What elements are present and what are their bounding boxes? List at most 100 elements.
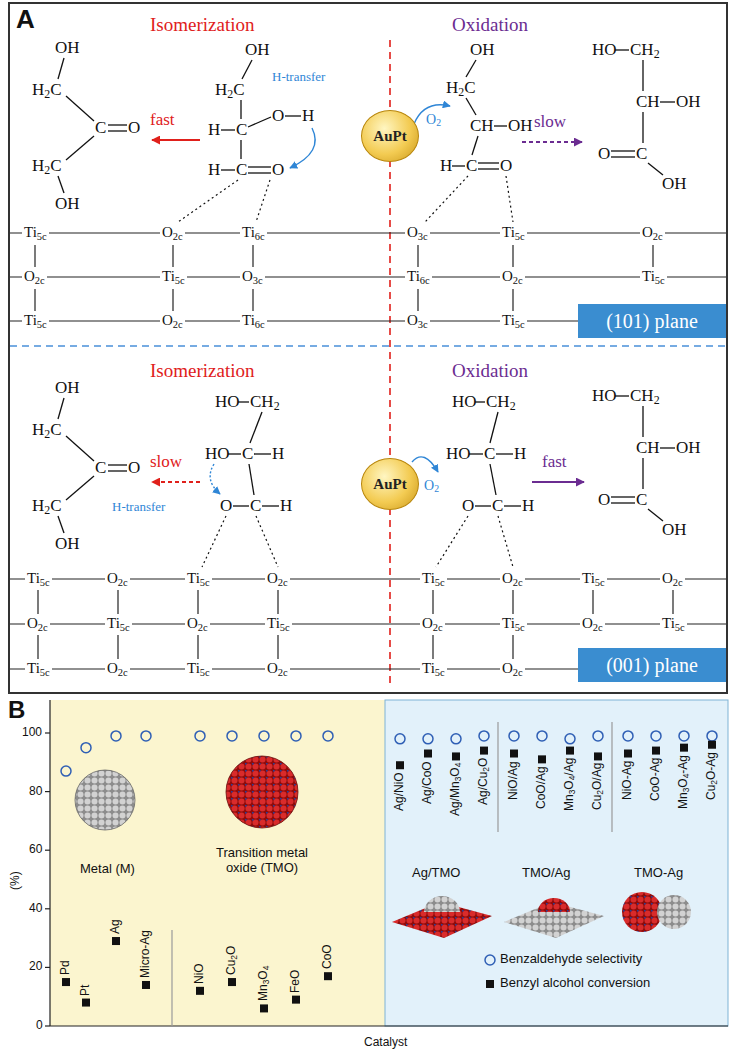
plane-label-box: (001) plane <box>578 648 726 682</box>
art-line <box>466 98 476 115</box>
atom-label: H <box>302 106 314 126</box>
art-line <box>512 289 513 311</box>
conversion-marker <box>680 744 688 752</box>
subscript: 2 <box>436 117 441 128</box>
atom-label: H2C <box>32 496 62 516</box>
art-line <box>10 320 578 321</box>
conversion-marker <box>452 752 460 760</box>
subscript: 3c <box>418 231 428 242</box>
art-line <box>197 590 198 614</box>
section-title: Isomerization <box>150 360 254 382</box>
lattice-atom: O3c <box>405 312 430 329</box>
subscript: 2c <box>198 622 208 633</box>
legend-text: Benzaldehyde selectivity <box>500 952 642 967</box>
conversion-marker <box>594 752 602 760</box>
lattice-atom: Ti6c <box>240 312 267 329</box>
atom-label: CH2 <box>486 392 516 412</box>
conversion-marker <box>566 747 574 755</box>
art-line <box>238 401 249 402</box>
selectivity-marker <box>423 734 433 744</box>
atom-label: H <box>208 120 220 140</box>
atom-label: H <box>280 496 292 516</box>
lattice-atom: Ti5c <box>500 615 527 632</box>
lattice-atom: O2c <box>265 660 290 677</box>
art-line <box>10 668 578 669</box>
lattice-atom: Ti5c <box>22 312 49 329</box>
art-path <box>412 457 438 472</box>
subscript: 2 <box>227 87 233 101</box>
section-title: Oxidation <box>452 14 528 36</box>
selectivity-marker <box>623 731 633 741</box>
atom-label: C <box>250 496 261 516</box>
art-line <box>512 635 513 659</box>
atom-label: C <box>636 144 647 164</box>
lattice-atom: Ti5c <box>640 268 667 285</box>
subscript: 3c <box>253 275 263 286</box>
art-use <box>58 58 127 193</box>
art-circle <box>226 756 298 828</box>
art-line <box>432 635 433 659</box>
subscript: 2c <box>513 275 523 286</box>
art-line <box>277 590 278 614</box>
catalyst-label: CoO-Ag <box>649 757 663 800</box>
lattice-atom: Ti5c <box>500 312 527 329</box>
atom-label: C <box>95 118 106 138</box>
lattice-atom: O3c <box>240 268 265 285</box>
lattice-atom: Ti5c <box>160 268 187 285</box>
art-line <box>240 100 241 119</box>
tick-label: 80 <box>29 785 42 799</box>
art-line <box>285 115 301 116</box>
atom-label: HO <box>592 40 617 60</box>
art-line <box>45 908 50 909</box>
subscript: 5c <box>435 577 445 588</box>
atom-label: CH2 <box>630 40 660 60</box>
selectivity-marker <box>651 731 661 741</box>
h-transfer-label: H-transfer <box>272 70 325 85</box>
art-g <box>221 60 521 506</box>
subscript: 2c <box>513 577 523 588</box>
subscript: 2 <box>709 780 719 785</box>
art-line <box>248 117 271 127</box>
atom-label: OH <box>662 520 687 540</box>
art-line <box>178 180 238 222</box>
selectivity-marker <box>195 731 205 741</box>
selectivity-marker <box>707 731 717 741</box>
atom-label: C <box>236 160 247 180</box>
lattice-atom: Ti6c <box>405 268 432 285</box>
atom-label: O <box>272 160 284 180</box>
subscript: 5c <box>595 577 605 588</box>
lattice-atom: O2c <box>105 570 130 587</box>
conversion-marker <box>82 999 90 1007</box>
section-title: Isomerization <box>150 14 254 36</box>
art-line <box>496 453 513 454</box>
atom-label: OH <box>245 40 270 60</box>
atom-label: H2C <box>32 420 62 440</box>
atom-label: H2C <box>446 78 476 98</box>
art-circle <box>75 770 135 830</box>
atom-label: OH <box>508 116 533 136</box>
art-line <box>256 180 270 222</box>
subscript: 2c <box>278 577 288 588</box>
art-line <box>504 505 521 506</box>
atom-label: C <box>492 496 503 516</box>
atom-label: HO <box>205 444 230 464</box>
art-line <box>250 412 262 443</box>
subscript: 2c <box>593 622 603 633</box>
subscript: 2 <box>654 393 660 407</box>
tick-label: 40 <box>29 902 42 916</box>
art-line <box>197 635 198 659</box>
art-circle <box>485 955 495 965</box>
catalyst-label: Pt <box>79 984 93 995</box>
scheme-label: Metal (M) <box>80 862 135 877</box>
atom-label: H <box>514 444 526 464</box>
subscript: 2c <box>673 577 683 588</box>
art-line <box>152 139 200 141</box>
art-line <box>221 129 235 130</box>
atom-label: H <box>440 156 452 176</box>
subscript: 2 <box>654 47 660 61</box>
selectivity-marker <box>593 731 603 741</box>
atom-label: HO <box>452 392 477 412</box>
subscript: 4 <box>261 966 271 971</box>
section-title: Oxidation <box>452 360 528 382</box>
art-line <box>233 505 249 506</box>
